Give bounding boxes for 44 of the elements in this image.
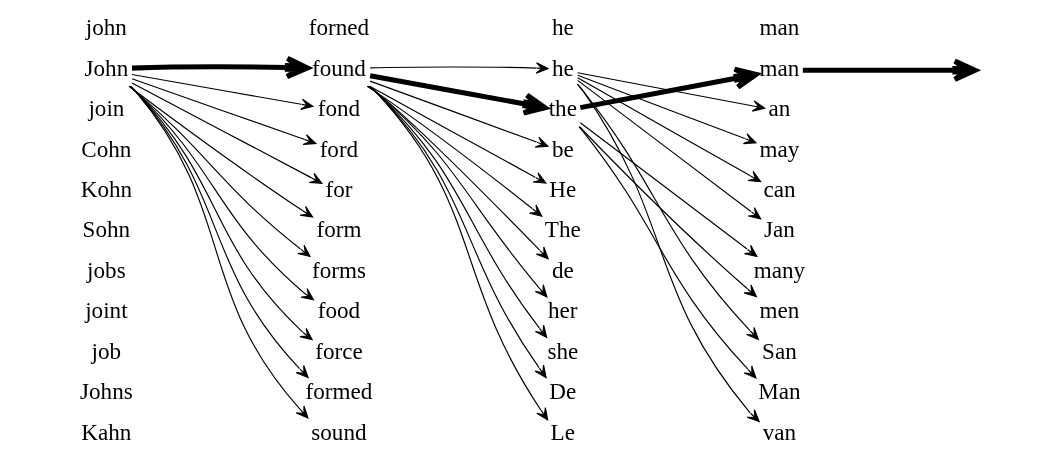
node-text: fond bbox=[317, 95, 361, 122]
node-text: her bbox=[548, 297, 578, 324]
node-text: join bbox=[88, 95, 125, 122]
node-text: sound bbox=[311, 418, 367, 445]
node-text: formed bbox=[305, 378, 373, 405]
node-text: men bbox=[759, 297, 800, 324]
node-text: many bbox=[753, 256, 806, 283]
node-text: Kahn bbox=[81, 418, 132, 445]
node-text: San bbox=[762, 337, 797, 364]
node-text: job bbox=[91, 337, 122, 364]
node-text: John bbox=[84, 54, 129, 81]
node-text: Cohn bbox=[81, 135, 132, 162]
node-text: de bbox=[551, 256, 574, 283]
label: john bbox=[85, 14, 127, 41]
node-text: can bbox=[763, 176, 796, 203]
node-text: found bbox=[311, 54, 366, 81]
node-text: be bbox=[551, 135, 574, 162]
node-text: jobs bbox=[87, 256, 126, 283]
node-text: an bbox=[768, 95, 791, 122]
node-text: man bbox=[759, 54, 800, 81]
node-text: joint bbox=[85, 297, 128, 324]
node-text: he bbox=[551, 54, 574, 81]
node-text: Man bbox=[758, 378, 801, 405]
node-text: forms bbox=[311, 256, 366, 283]
node-text: De bbox=[549, 378, 577, 405]
node-text: van bbox=[762, 418, 797, 445]
node-text: she bbox=[547, 337, 579, 364]
node-text: the bbox=[548, 95, 577, 122]
node-text: Le bbox=[550, 418, 575, 445]
node-text: form bbox=[316, 216, 362, 243]
node-text: food bbox=[317, 297, 361, 324]
label: forned bbox=[308, 14, 370, 41]
node-text: Johns bbox=[80, 378, 133, 405]
node-text: Kohn bbox=[80, 176, 133, 203]
node-text: The bbox=[544, 216, 581, 243]
node-text: Sohn bbox=[82, 216, 131, 243]
node-text: Jan bbox=[764, 216, 795, 243]
label: he bbox=[551, 14, 574, 41]
label: man bbox=[759, 14, 800, 41]
node-text: He bbox=[549, 176, 577, 203]
node-text: force bbox=[315, 337, 363, 364]
node-text: for bbox=[325, 176, 353, 203]
node-text: may bbox=[759, 135, 800, 162]
node-text: ford bbox=[319, 135, 359, 162]
